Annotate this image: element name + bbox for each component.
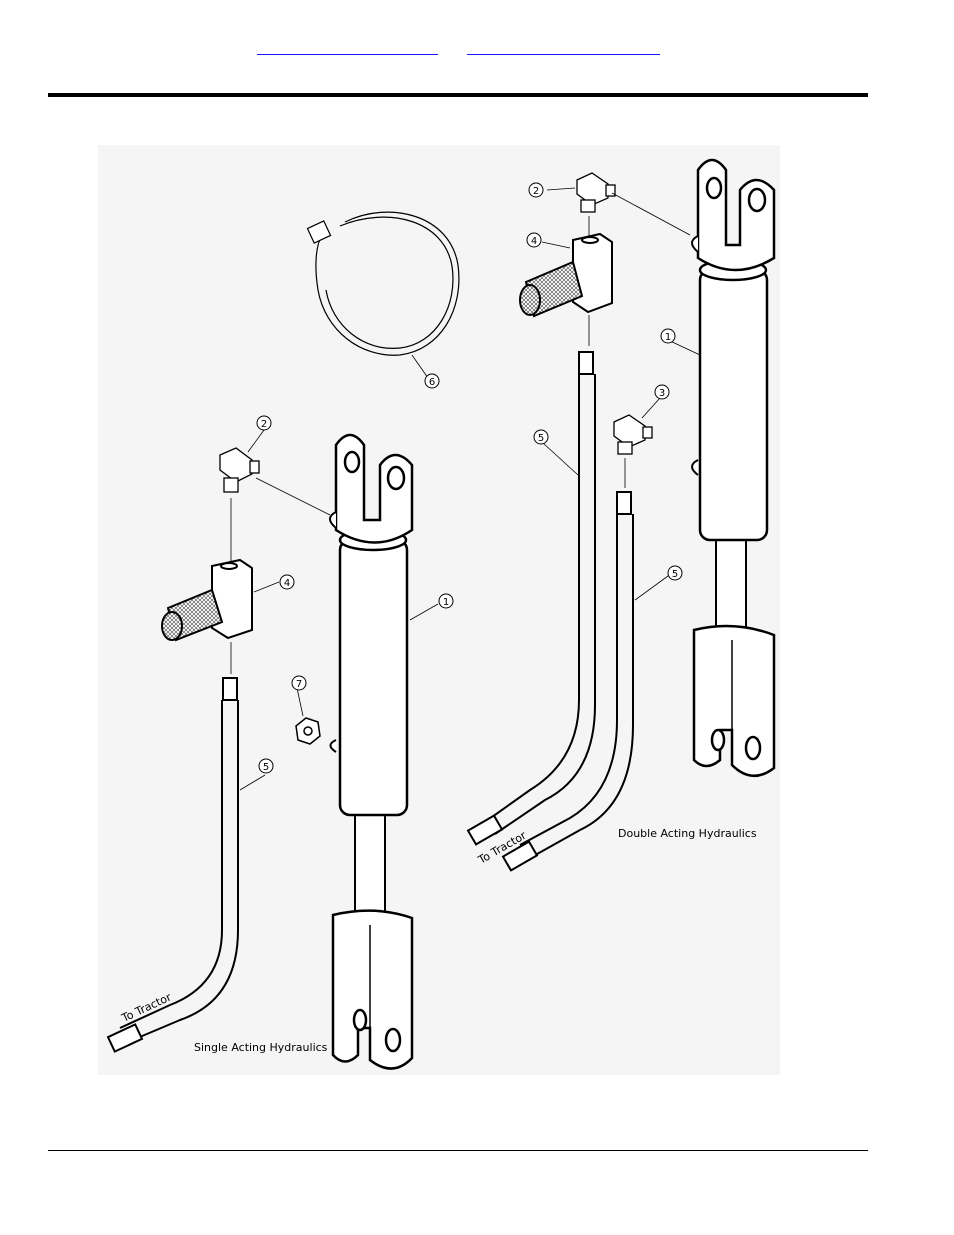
hoses-double-acting — [466, 351, 634, 872]
callout-4-right: 4 — [531, 236, 537, 247]
top-divider — [48, 93, 868, 97]
tee-fitting-left — [161, 558, 253, 642]
callout-4-left: 4 — [284, 578, 290, 589]
header-link-right[interactable] — [467, 38, 660, 55]
callout-1-right: 1 — [665, 332, 671, 343]
elbow-fitting-right-top — [576, 172, 616, 213]
callout-2-right: 2 — [533, 186, 539, 197]
callout-3: 3 — [659, 388, 665, 399]
callout-5-left: 5 — [263, 762, 269, 773]
hex-nut — [295, 717, 321, 745]
header-link-left[interactable] — [257, 38, 438, 55]
cylinder-double-acting — [691, 158, 776, 777]
cylinder-single-acting — [329, 433, 414, 1070]
callout-leader-lines — [230, 187, 701, 791]
callout-6: 6 — [429, 377, 435, 388]
caption-single-acting: Single Acting Hydraulics — [194, 1041, 328, 1054]
callout-2-left: 2 — [261, 419, 267, 430]
cable-tie — [306, 211, 460, 356]
tee-fitting-right — [519, 232, 613, 318]
callout-5-right-b: 5 — [672, 569, 678, 580]
callout-1-left: 1 — [443, 597, 449, 608]
callout-circles — [256, 182, 683, 774]
hose-single-acting — [106, 677, 239, 1053]
callout-7: 7 — [296, 679, 302, 690]
bottom-divider — [48, 1150, 868, 1151]
caption-double-acting: Double Acting Hydraulics — [618, 827, 757, 840]
elbow-fitting-left — [219, 447, 260, 493]
callout-5-right-a: 5 — [538, 433, 544, 444]
elbow-fitting-right-lower — [613, 414, 653, 455]
